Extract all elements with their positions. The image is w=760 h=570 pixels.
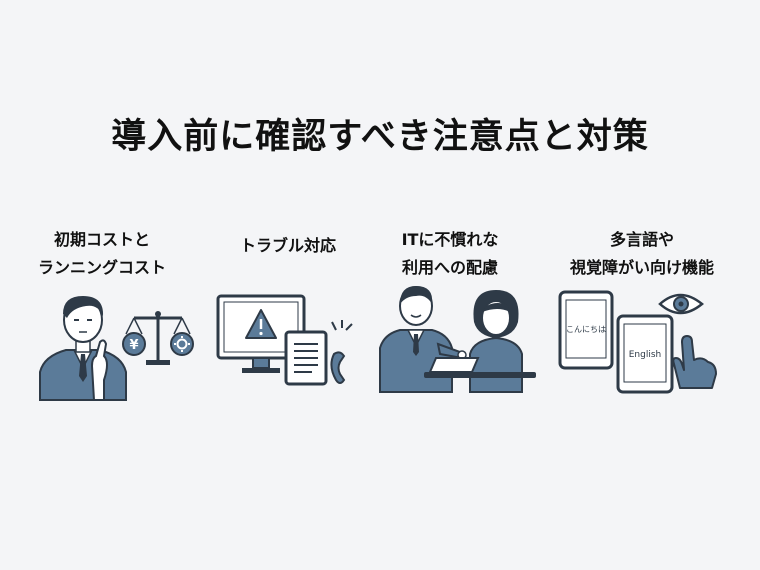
tablet-english-icon: English	[616, 314, 674, 394]
it-support-illustration	[379, 286, 536, 393]
woman-icon	[469, 290, 523, 393]
tablet-japanese-text: こんにちは	[566, 325, 606, 334]
item-it-support-label: ITに不慣れな 利用への配慮	[401, 230, 499, 277]
cost-illustration: ¥	[39, 296, 194, 401]
pointing-hand-icon	[672, 335, 717, 389]
accessibility-illustration: こんにちは English	[558, 290, 717, 394]
page-title: 導入前に確認すべき注意点と対策	[111, 117, 649, 157]
tablet-japanese-icon: こんにちは	[558, 290, 614, 370]
item-it-support: ITに不慣れな 利用への配慮	[360, 226, 540, 284]
item-cost: 初期コストと ランニングコスト	[12, 226, 192, 284]
document-icon	[284, 330, 328, 386]
phone-icon	[330, 320, 353, 384]
monitor-warning-icon	[216, 294, 306, 373]
laptop-icon	[424, 357, 536, 378]
trouble-illustration	[216, 294, 353, 386]
item-cost-label: 初期コストと ランニングコスト	[37, 230, 166, 277]
item-trouble: トラブル対応	[198, 226, 378, 284]
thinking-man-icon	[39, 296, 127, 401]
yen-symbol: ¥	[129, 338, 138, 353]
tablet-english-text: English	[629, 350, 662, 360]
balance-scale-icon: ¥	[122, 311, 194, 365]
item-accessibility-label: 多言語や 視覚障がい向け機能	[569, 230, 714, 277]
item-accessibility: 多言語や 視覚障がい向け機能	[552, 226, 732, 284]
item-trouble-label: トラブル対応	[239, 236, 336, 255]
eye-icon	[658, 293, 704, 315]
